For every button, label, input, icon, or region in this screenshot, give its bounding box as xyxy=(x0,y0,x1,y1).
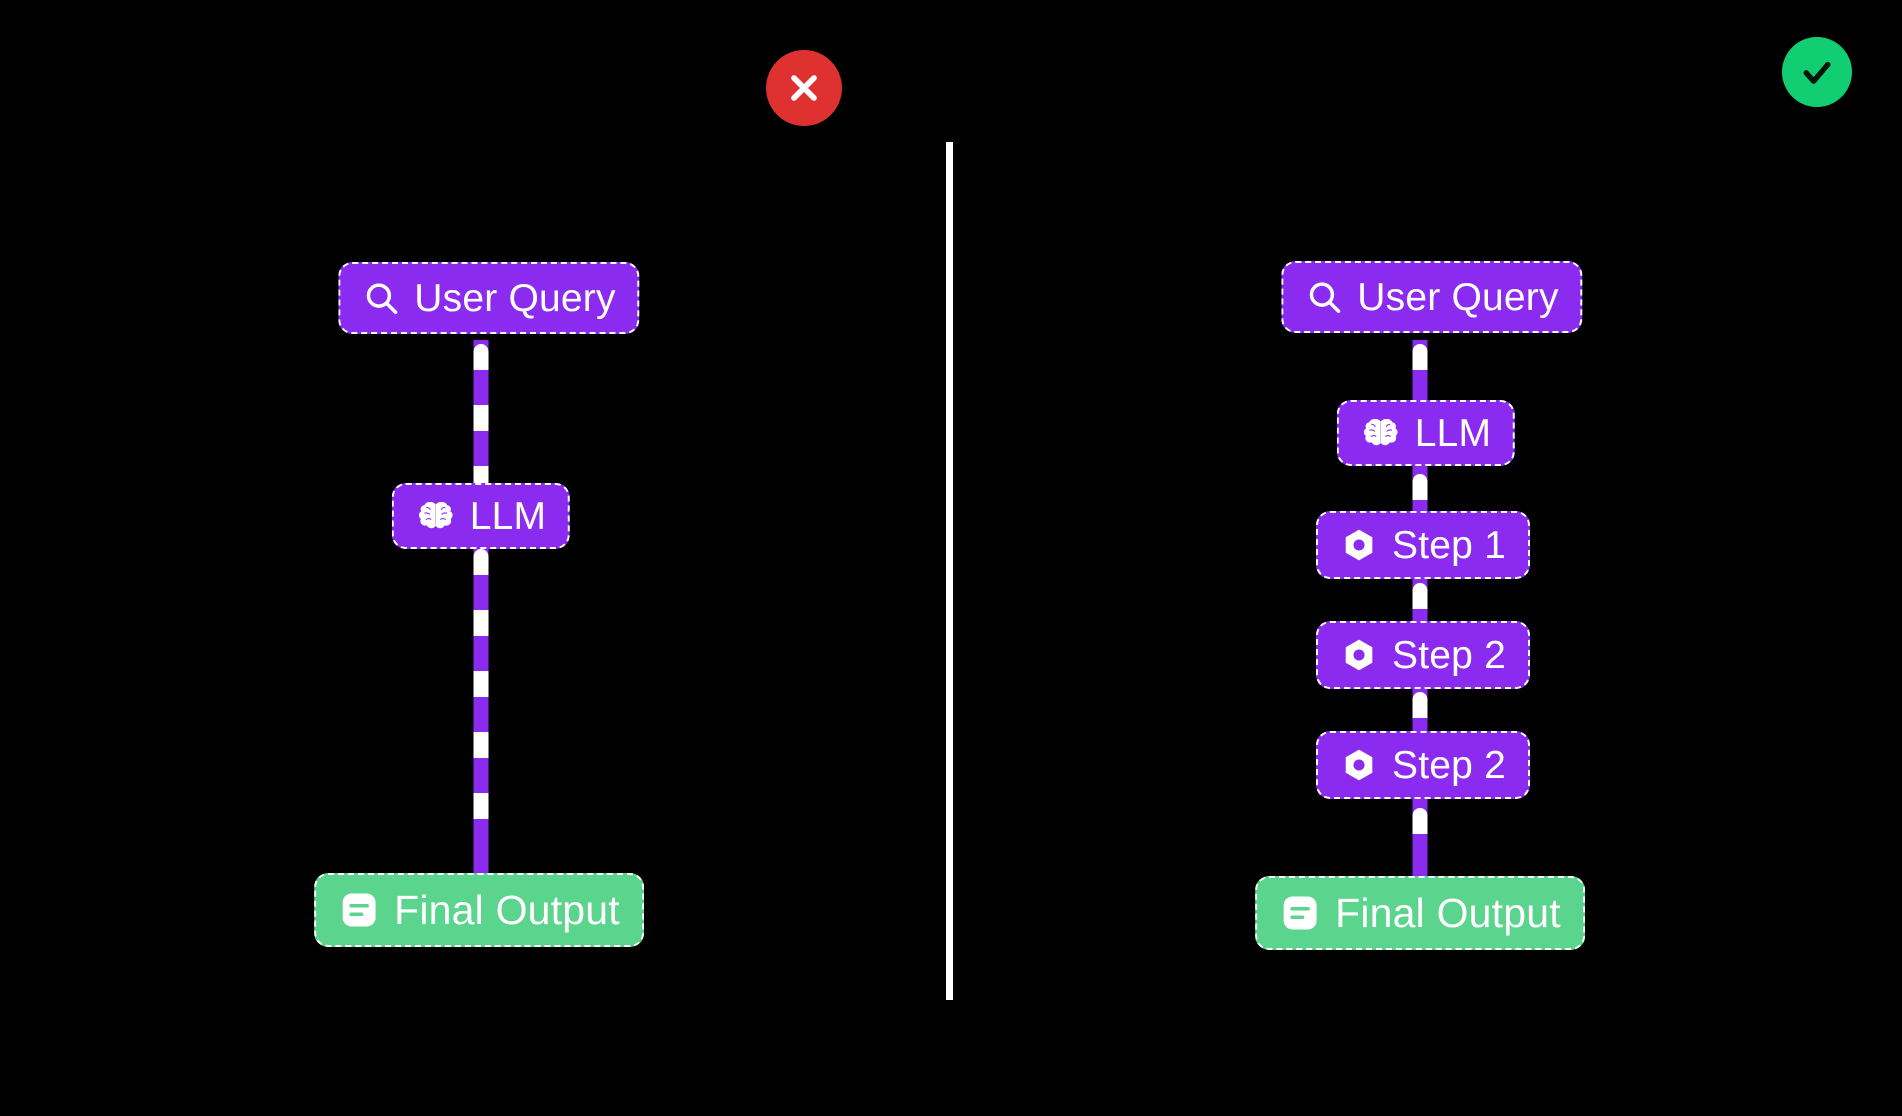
node-label: LLM xyxy=(469,494,547,538)
brain-icon xyxy=(416,499,456,533)
pass-badge xyxy=(1782,37,1852,107)
node-step-2-second[interactable]: Step 2 xyxy=(1316,731,1530,799)
right-edge-dashes-1 xyxy=(1412,344,1428,380)
brain-icon xyxy=(1361,416,1401,450)
right-flow: User Query LLM Step 1 xyxy=(953,0,1902,1116)
node-label: Step 1 xyxy=(1392,523,1506,567)
node-llm[interactable]: LLM xyxy=(1336,400,1516,466)
node-llm[interactable]: LLM xyxy=(391,483,571,549)
node-label: User Query xyxy=(414,276,616,320)
node-step-1[interactable]: Step 1 xyxy=(1316,511,1530,579)
x-mark-icon xyxy=(791,75,817,101)
document-icon xyxy=(338,889,380,931)
left-edge-dashes-lower xyxy=(473,549,489,849)
node-label: Final Output xyxy=(394,886,620,933)
document-icon xyxy=(1279,892,1321,934)
nut-icon xyxy=(1340,526,1378,564)
node-user-query[interactable]: User Query xyxy=(1281,261,1583,333)
right-edge-dashes-2 xyxy=(1412,474,1428,510)
left-edge-dashes-upper xyxy=(473,344,489,519)
fail-badge xyxy=(766,50,842,126)
check-mark-icon xyxy=(1803,61,1831,84)
right-edge-dashes-5 xyxy=(1412,808,1428,854)
node-label: Step 2 xyxy=(1392,633,1506,677)
column-divider xyxy=(946,142,953,1000)
node-final-output[interactable]: Final Output xyxy=(1255,876,1585,950)
nut-icon xyxy=(1340,746,1378,784)
node-label: Step 2 xyxy=(1392,743,1506,787)
node-user-query[interactable]: User Query xyxy=(338,262,640,334)
node-label: Final Output xyxy=(1335,889,1561,936)
right-edge-dashes-3 xyxy=(1412,583,1428,619)
node-label: LLM xyxy=(1414,411,1492,455)
search-icon xyxy=(362,279,400,317)
nut-icon xyxy=(1340,636,1378,674)
node-final-output[interactable]: Final Output xyxy=(314,873,644,947)
node-step-2-first[interactable]: Step 2 xyxy=(1316,621,1530,689)
search-icon xyxy=(1305,278,1343,316)
node-label: User Query xyxy=(1357,275,1559,319)
right-edge-dashes-4 xyxy=(1412,692,1428,728)
left-flow: User Query LLM Final Output xyxy=(0,0,946,1116)
